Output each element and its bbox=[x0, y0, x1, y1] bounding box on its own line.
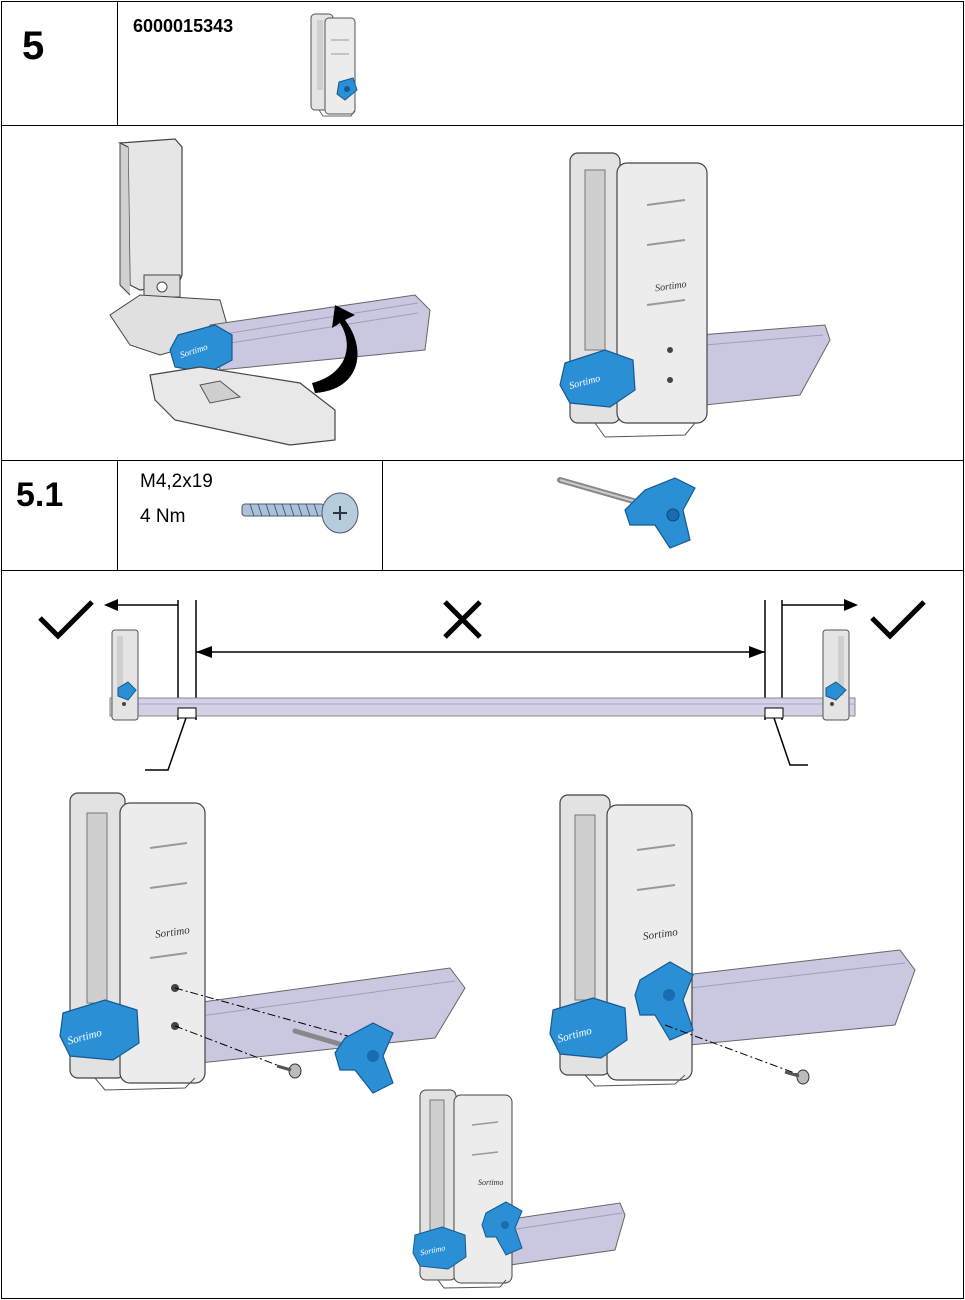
bracket-brand-text-4: Sortimo bbox=[642, 926, 679, 943]
divider-header-51-bottom bbox=[1, 570, 964, 571]
bracket-brand-text-3: Sortimo bbox=[154, 924, 191, 941]
part-number: 6000015343 bbox=[133, 16, 234, 36]
screw-illustration bbox=[241, 492, 359, 534]
screw-size: M4,2x19 bbox=[140, 471, 213, 492]
divider-header-51-top bbox=[1, 460, 964, 461]
mounting-range-diagram bbox=[38, 599, 926, 771]
check-icon-right bbox=[870, 600, 926, 640]
bracket-brand-text: Sortimo bbox=[654, 279, 687, 294]
small-bracket-right bbox=[822, 629, 850, 721]
divider-step5-col bbox=[117, 1, 118, 125]
curved-arrow-icon bbox=[312, 305, 358, 393]
open-bracket-illustration: Sortimo bbox=[109, 138, 431, 446]
divider-step51-col2 bbox=[382, 460, 383, 570]
divider-step51-col bbox=[117, 460, 118, 570]
check-icon bbox=[38, 600, 94, 640]
t-knob-illustration bbox=[557, 477, 696, 549]
torque-value: 4 Nm bbox=[140, 506, 186, 527]
cross-icon bbox=[443, 600, 482, 639]
bracket-thumbnail bbox=[310, 13, 358, 117]
bracket-brand-text-5: Sortimo bbox=[478, 1178, 503, 1187]
knob-installed-illustration: Sortimo Sortimo bbox=[549, 794, 916, 1087]
substep-number: 5.1 bbox=[16, 476, 64, 514]
exploded-bracket-illustration: Sortimo Sortimo bbox=[59, 792, 466, 1094]
divider-header-5 bbox=[1, 125, 964, 126]
closed-bracket-illustration: Sortimo Sortimo bbox=[559, 152, 831, 438]
step-number: 5 bbox=[22, 24, 45, 68]
assembled-bracket-illustration: Sortimo Sortimo bbox=[412, 1089, 626, 1289]
small-bracket-left bbox=[111, 629, 139, 721]
